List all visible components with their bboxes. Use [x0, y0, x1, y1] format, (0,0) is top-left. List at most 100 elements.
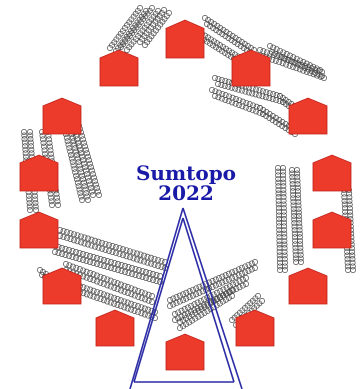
bead: [195, 307, 202, 314]
bead: [260, 111, 266, 117]
bead: [153, 278, 160, 284]
bead: [127, 248, 133, 255]
bead: [85, 235, 91, 242]
bead: [107, 45, 113, 51]
bead: [94, 288, 100, 295]
bead: [299, 63, 305, 70]
bead: [296, 216, 303, 223]
bead: [313, 65, 320, 72]
bead: [282, 267, 288, 273]
bead: [104, 264, 111, 270]
bead: [175, 309, 182, 316]
bead: [296, 223, 303, 230]
bead: [222, 296, 229, 303]
bead: [276, 121, 282, 127]
bead: [78, 239, 84, 246]
bead: [252, 259, 258, 265]
bead: [349, 256, 356, 263]
bead: [319, 73, 325, 79]
bead: [109, 243, 116, 249]
red-tile-10: [42, 267, 82, 305]
bead: [302, 65, 309, 71]
bead: [80, 157, 86, 164]
bead: [276, 59, 283, 66]
bead: [41, 147, 48, 154]
bead: [180, 317, 187, 324]
bead: [230, 281, 237, 288]
bead: [118, 281, 124, 288]
bead: [297, 241, 304, 248]
bead: [73, 249, 79, 255]
bead: [90, 287, 97, 294]
bead: [280, 49, 287, 56]
bead: [202, 15, 208, 21]
bead: [69, 254, 76, 260]
bead: [95, 188, 101, 195]
bead: [87, 181, 93, 188]
bead: [22, 150, 29, 157]
bead: [207, 23, 214, 29]
bead: [78, 193, 85, 200]
bead: [281, 248, 288, 255]
bead: [141, 311, 148, 318]
bead: [229, 99, 236, 106]
bead: [245, 89, 252, 96]
bead: [282, 121, 289, 127]
bead: [47, 147, 54, 154]
bead: [297, 248, 304, 255]
bead: [100, 291, 107, 298]
bead: [252, 265, 258, 271]
bead: [117, 303, 124, 310]
bead: [90, 277, 97, 284]
bead: [347, 208, 354, 215]
bead: [238, 264, 245, 271]
bead: [79, 153, 85, 160]
bead: [146, 276, 153, 282]
bead: [136, 267, 142, 273]
bead: [281, 223, 288, 230]
bead: [73, 255, 79, 261]
bead: [123, 247, 130, 254]
bead: [137, 39, 143, 45]
bead: [196, 283, 203, 290]
bead: [26, 196, 33, 203]
bead: [228, 53, 234, 60]
bead: [83, 252, 90, 258]
bead: [204, 21, 210, 27]
bead: [280, 186, 287, 193]
bead: [144, 259, 151, 266]
bead: [249, 90, 256, 97]
bead: [158, 257, 165, 264]
bead: [40, 269, 46, 275]
bead: [257, 47, 263, 53]
tile-group: [19, 19, 352, 371]
bead: [102, 240, 109, 247]
bead: [193, 285, 200, 292]
bead: [290, 54, 297, 61]
bead: [40, 136, 46, 143]
bead: [114, 302, 121, 308]
bead: [22, 153, 29, 160]
bead: [219, 48, 225, 55]
bead: [27, 129, 33, 135]
bead: [49, 202, 55, 208]
bead: [81, 240, 88, 247]
bead: [118, 287, 124, 294]
bead: [294, 181, 301, 188]
bead: [64, 138, 71, 145]
bead: [104, 282, 111, 289]
bead: [25, 192, 32, 199]
bead: [212, 93, 218, 99]
bead: [88, 242, 95, 249]
bead: [130, 255, 137, 262]
bead: [94, 185, 100, 191]
bead: [130, 249, 137, 256]
bead: [280, 190, 287, 197]
bead: [204, 308, 211, 315]
red-tile-3: [231, 49, 271, 87]
bead: [214, 289, 220, 296]
bead: [86, 157, 92, 164]
bead: [281, 256, 288, 263]
bead: [219, 292, 226, 299]
bead: [87, 253, 93, 259]
